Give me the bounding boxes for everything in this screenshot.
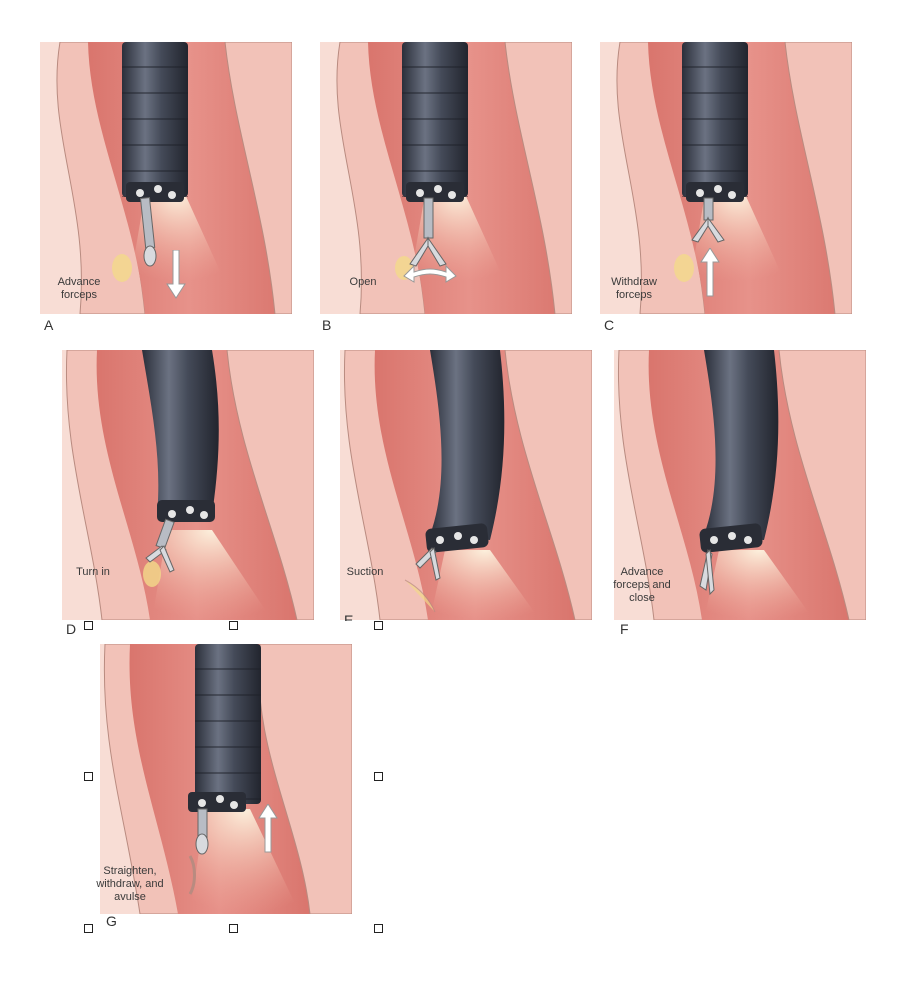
caption-g-line-2: withdraw, and bbox=[96, 878, 164, 890]
panel-e-illustration bbox=[340, 350, 592, 620]
panel-e bbox=[340, 350, 592, 620]
caption-f-line-1: Advance bbox=[620, 566, 664, 578]
caption-a: Advance forceps bbox=[45, 276, 113, 302]
arrow-up-icon bbox=[700, 248, 720, 297]
selection-handle-icon[interactable] bbox=[229, 621, 238, 630]
label-f: F bbox=[620, 621, 629, 637]
selection-handle-icon[interactable] bbox=[374, 924, 383, 933]
label-a: A bbox=[44, 317, 54, 333]
panel-f bbox=[614, 350, 866, 620]
panel-d bbox=[62, 350, 314, 620]
caption-e-line-1: Suction bbox=[346, 566, 384, 578]
label-g: G bbox=[106, 913, 117, 929]
label-c: C bbox=[604, 317, 615, 333]
caption-f-line-3: close bbox=[629, 592, 655, 604]
caption-a-line-2: forceps bbox=[60, 289, 98, 301]
panel-b bbox=[320, 42, 572, 314]
caption-g-line-1: Straighten, bbox=[103, 865, 157, 877]
arrow-left-right-icon bbox=[403, 264, 457, 283]
panel-b-illustration bbox=[320, 42, 572, 314]
caption-c-line-2: forceps bbox=[615, 289, 653, 301]
caption-g-line-3: avulse bbox=[114, 891, 146, 903]
panel-a-illustration bbox=[40, 42, 292, 314]
caption-c: Withdraw forceps bbox=[600, 276, 668, 302]
label-e: E bbox=[344, 612, 354, 621]
panel-d-illustration bbox=[62, 350, 314, 620]
panel-c-illustration bbox=[600, 42, 852, 314]
arrow-down-icon bbox=[166, 250, 186, 299]
label-d: D bbox=[66, 621, 77, 637]
caption-b-line-1: Open bbox=[349, 276, 377, 288]
selection-handle-icon[interactable] bbox=[229, 924, 238, 933]
caption-g: Straighten, withdraw, and avulse bbox=[88, 865, 172, 904]
selection-handle-icon[interactable] bbox=[374, 621, 383, 630]
caption-b: Open bbox=[340, 276, 386, 289]
panel-c bbox=[600, 42, 852, 314]
caption-f-line-2: forceps and bbox=[613, 579, 671, 591]
caption-c-line-1: Withdraw bbox=[611, 276, 657, 288]
caption-d-line-1: Turn in bbox=[76, 566, 110, 578]
label-b: B bbox=[322, 317, 332, 333]
arrow-up-icon bbox=[258, 804, 278, 853]
selection-handle-icon[interactable] bbox=[84, 924, 93, 933]
panel-f-illustration bbox=[614, 350, 866, 620]
caption-f: Advance forceps and close bbox=[610, 566, 674, 605]
selection-handle-icon[interactable] bbox=[374, 772, 383, 781]
selection-handle-icon[interactable] bbox=[84, 621, 93, 630]
caption-e: Suction bbox=[340, 566, 390, 579]
caption-a-line-1: Advance bbox=[57, 276, 101, 288]
panel-a bbox=[40, 42, 292, 314]
panel-g-illustration bbox=[100, 644, 352, 914]
caption-d: Turn in bbox=[68, 566, 118, 579]
selection-handle-icon[interactable] bbox=[84, 772, 93, 781]
panel-g bbox=[100, 644, 352, 914]
